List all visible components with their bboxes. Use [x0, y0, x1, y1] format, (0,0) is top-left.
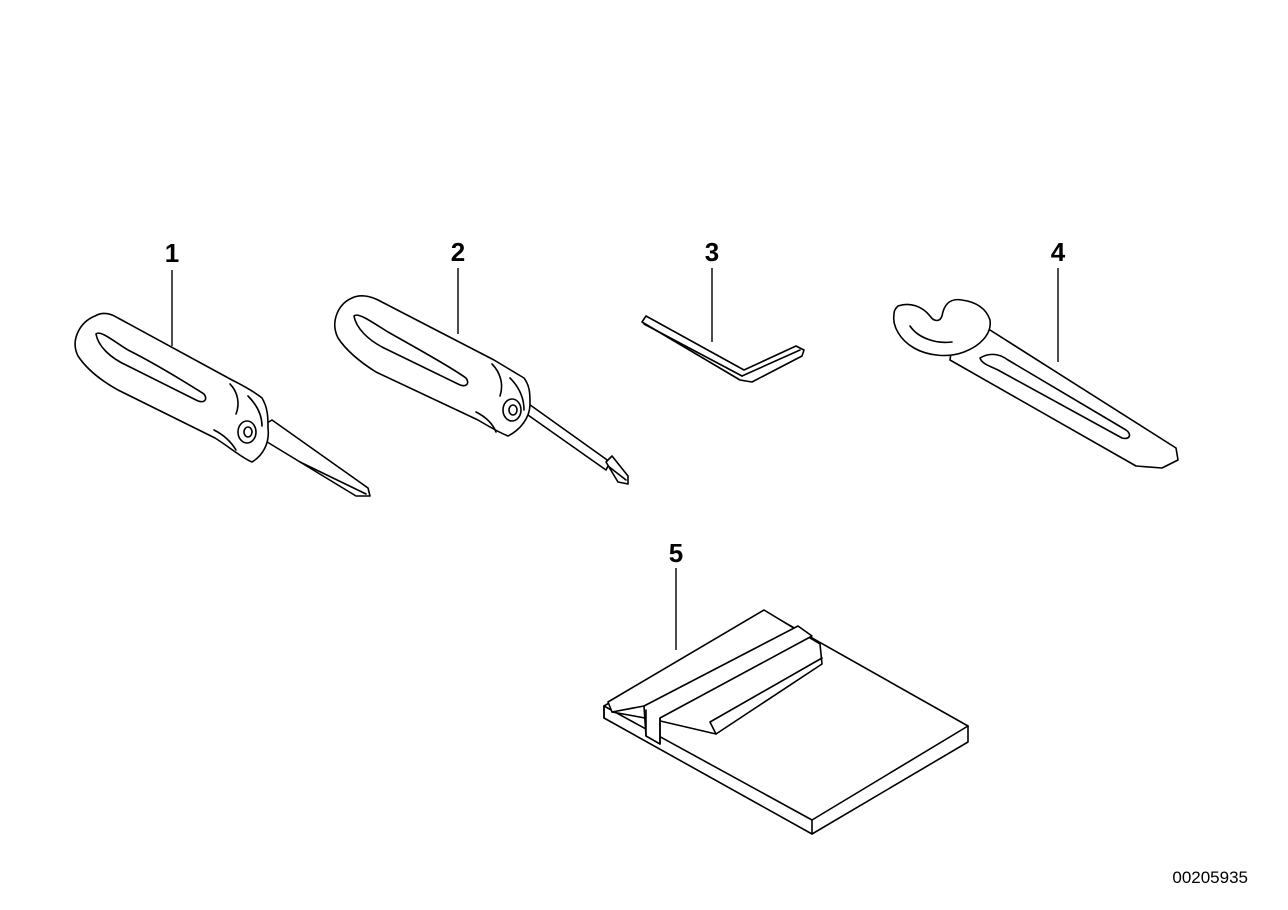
callout-4: 4 [1050, 237, 1066, 267]
callout-5: 5 [668, 538, 684, 568]
callout-3: 3 [704, 237, 720, 267]
hex-key-icon [641, 268, 805, 383]
phillips-screwdriver-icon [334, 268, 629, 485]
flat-screwdriver-icon [74, 270, 371, 497]
callout-2: 2 [450, 237, 466, 267]
diagram-reference-number: 00205935 [1172, 868, 1248, 887]
open-end-wrench-icon [892, 268, 1179, 469]
callout-1: 1 [164, 238, 180, 268]
tool-pouch-icon [603, 568, 969, 835]
